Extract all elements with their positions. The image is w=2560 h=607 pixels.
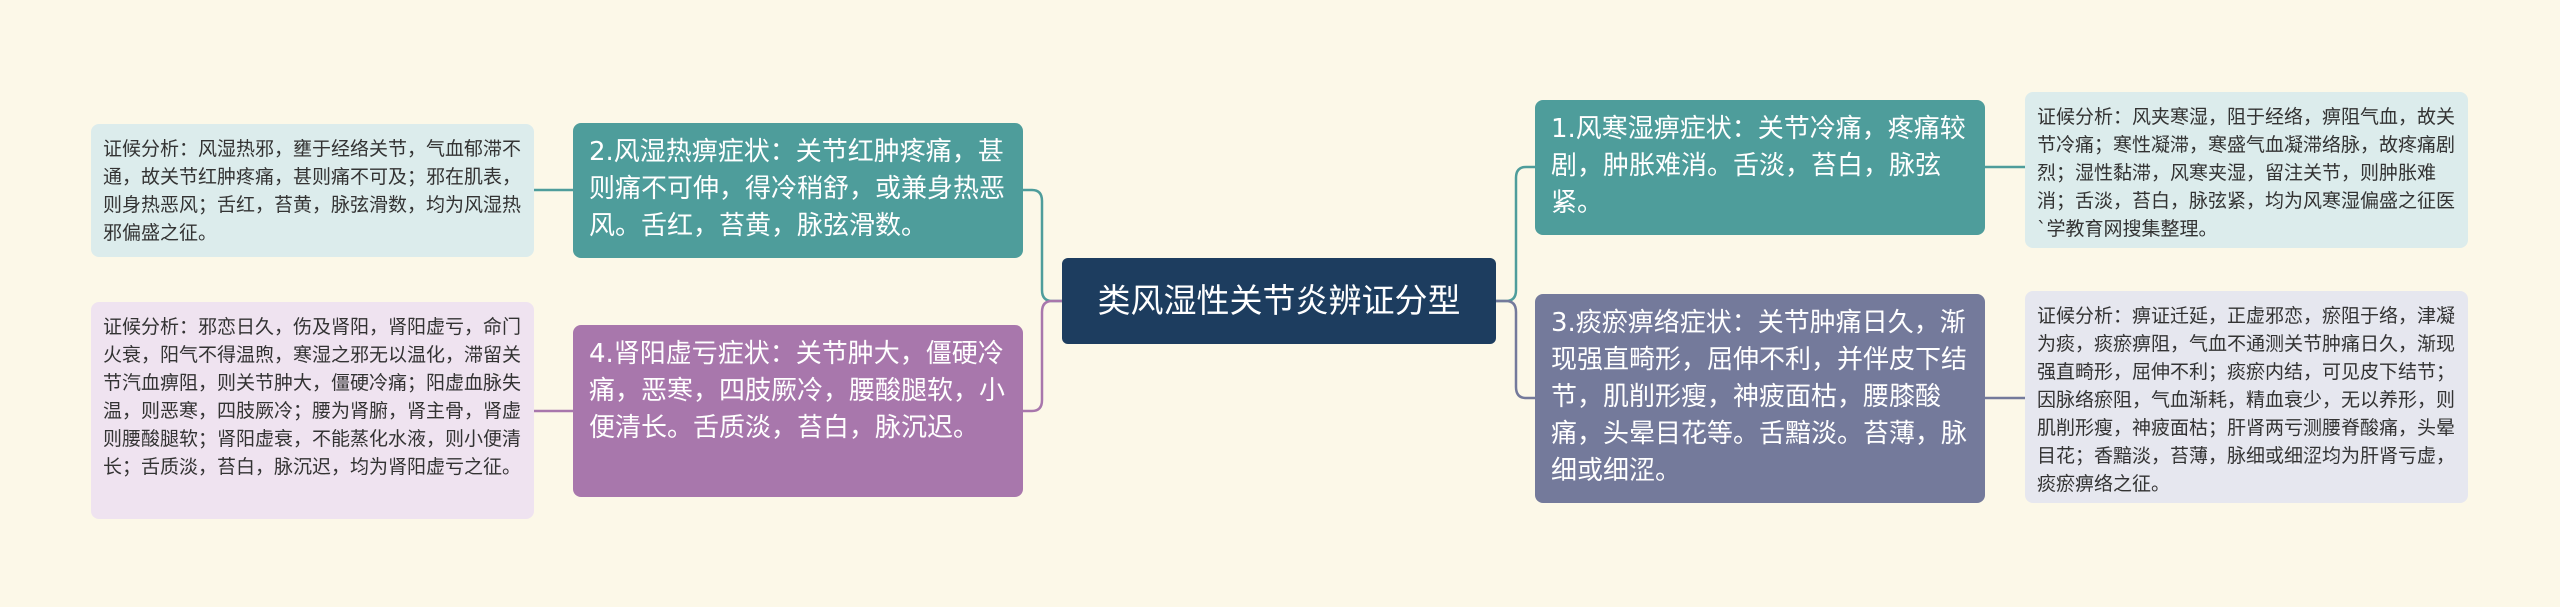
branch-wind-cold-damp[interactable]: 1.风寒湿痹症状：关节冷痛，疼痛较剧，肿胀难消。舌淡，苔白，脉弦紧。	[1535, 100, 1985, 235]
branch-wind-damp-heat[interactable]: 2.风湿热痹症状：关节红肿疼痛，甚则痛不可伸，得冷稍舒，或兼身热恶风。舌红，苔黄…	[573, 123, 1023, 258]
branch-phlegm-stasis[interactable]: 3.痰瘀痹络症状：关节肿痛日久，渐现强直畸形，屈伸不利，并伴皮下结节，肌削形瘦，…	[1535, 294, 1985, 503]
link-root-b3	[1496, 165, 1535, 303]
link-root-b2	[1023, 299, 1062, 413]
branch-kidney-yang-deficiency[interactable]: 4.肾阳虚亏症状：关节肿大，僵硬冷痛，恶寒，四肢厥冷，腰酸腿软，小便清长。舌质淡…	[573, 325, 1023, 497]
leaf-analysis-phlegm-stasis[interactable]: 证候分析：痹证迁延，正虚邪恋，瘀阻于络，津凝为痰，痰瘀痹阻，气血不通测关节肿痛日…	[2025, 291, 2468, 503]
link-root-b4	[1496, 299, 1535, 400]
leaf-analysis-wind-cold-damp[interactable]: 证候分析：风夹寒湿，阻于经络，痹阻气血，故关节冷痛；寒性凝滞，寒盛气血凝滞络脉，…	[2025, 92, 2468, 248]
leaf-analysis-wind-damp-heat[interactable]: 证候分析：风湿热邪，壅于经络关节，气血郁滞不通，故关节红肿疼痛，甚则痛不可及；邪…	[91, 124, 534, 257]
root-topic[interactable]: 类风湿性关节炎辨证分型	[1062, 258, 1496, 344]
link-root-b1	[1023, 188, 1062, 303]
leaf-analysis-kidney-yang[interactable]: 证候分析：邪恋日久，伤及肾阳，肾阳虚亏，命门火衰，阳气不得温煦，寒湿之邪无以温化…	[91, 302, 534, 519]
